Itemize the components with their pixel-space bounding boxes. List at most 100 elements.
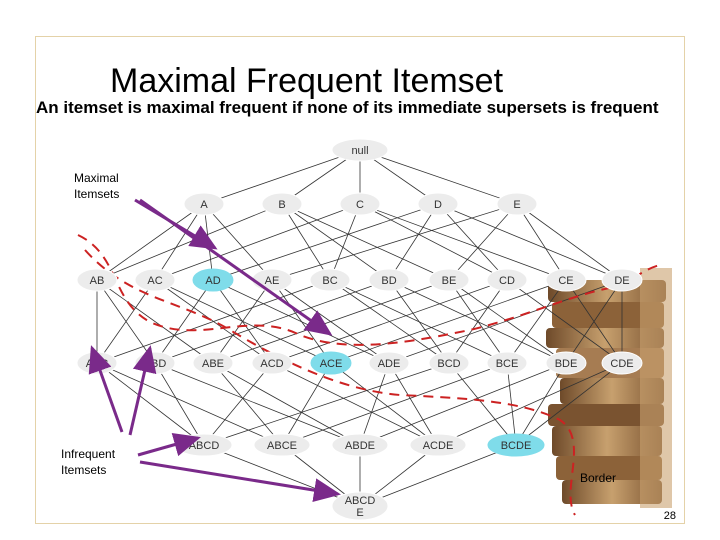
border-label: Border	[580, 470, 616, 486]
lattice-edge	[155, 280, 331, 363]
lattice-edge	[213, 280, 389, 363]
lattice-edge	[282, 204, 389, 280]
itemset-node-label: CDE	[610, 358, 633, 370]
lattice-edge	[213, 280, 449, 363]
lattice-edge	[155, 280, 213, 363]
lattice-edge	[97, 204, 282, 280]
itemset-node-bd: BD	[369, 269, 409, 291]
itemset-node-label: BCDE	[501, 440, 532, 452]
itemset-node-label: AB	[90, 275, 105, 287]
itemset-node-label: AC	[147, 275, 162, 287]
lattice-edge	[213, 363, 282, 445]
itemset-node-label: B	[278, 199, 285, 211]
itemset-node-label: CD	[499, 275, 515, 287]
itemset-node-label: ABDE	[345, 440, 375, 452]
itemset-node-label: ACD	[260, 358, 283, 370]
slide-subtitle: An itemset is maximal frequent if none o…	[36, 95, 676, 120]
itemset-node-ac: AC	[135, 269, 175, 291]
lattice-edge	[282, 204, 330, 280]
itemset-node-label: DE	[614, 275, 629, 287]
lattice-edge	[389, 280, 449, 363]
lattice-edge	[282, 363, 507, 445]
lattice-edge	[272, 280, 507, 363]
itemset-node-ace: ACE	[311, 352, 351, 374]
itemset-node-ab: AB	[77, 269, 117, 291]
itemset-node-bcde: BCDE	[488, 434, 544, 456]
lattice-edge	[204, 363, 272, 445]
itemset-node-label: AE	[265, 275, 280, 287]
lattice-edge	[213, 204, 438, 280]
itemset-node-label: C	[356, 199, 364, 211]
itemset-node-de: DE	[602, 269, 642, 291]
itemset-node-label: null	[351, 145, 368, 157]
lattice-edge	[331, 280, 566, 363]
slide-number: 28	[664, 510, 676, 522]
itemset-node-label: CE	[558, 275, 573, 287]
itemset-node-abde: ABDE	[332, 434, 388, 456]
itemset-node-ae: AE	[252, 269, 292, 291]
itemset-node-label: A	[200, 199, 208, 211]
lattice-edge	[360, 363, 566, 445]
itemset-node-bc: BC	[310, 269, 350, 291]
lattice-edge	[438, 204, 622, 280]
lattice-edge	[272, 204, 517, 280]
itemset-node-bde: BDE	[546, 352, 586, 374]
itemset-node-ad: AD	[193, 269, 233, 291]
itemset-node-ade: ADE	[369, 352, 409, 374]
itemset-node-e: E	[497, 193, 537, 215]
itemset-node-label: D	[434, 199, 442, 211]
lattice-edge	[282, 363, 331, 445]
lattice-edge	[97, 363, 282, 445]
itemset-node-label: ABCE	[267, 440, 297, 452]
itemset-node-label: BC	[322, 275, 337, 287]
itemset-node-bce: BCE	[487, 352, 527, 374]
itemset-node-cd: CD	[487, 269, 527, 291]
lattice-edge	[282, 204, 449, 280]
itemset-node-abd: ABD	[135, 352, 175, 374]
lattice-edge	[517, 204, 622, 280]
itemset-node-null: null	[332, 139, 388, 161]
lattice-edge	[449, 363, 516, 445]
itemset-node-a: A	[184, 193, 224, 215]
itemset-node-label: BCD	[437, 358, 460, 370]
itemset-node-label: E	[513, 199, 520, 211]
itemset-node-abce: ABCE	[254, 434, 310, 456]
itemset-node-label: BCE	[496, 358, 519, 370]
itemset-node-label: ABCD	[189, 440, 220, 452]
lattice-edge	[389, 204, 438, 280]
itemset-node-label: BDE	[555, 358, 578, 370]
lattice-edge	[97, 204, 204, 280]
itemset-node-label: BD	[381, 275, 396, 287]
lattice-edge	[330, 280, 507, 363]
itemset-node-be: BE	[429, 269, 469, 291]
itemset-node-label: AD	[205, 275, 220, 287]
itemset-node-label: ABE	[202, 358, 224, 370]
itemset-node-label: ADE	[378, 358, 401, 370]
itemset-node-label: BE	[442, 275, 457, 287]
arrow-to-ABCDE	[140, 462, 338, 494]
lattice-edge	[272, 280, 331, 363]
lattice-edge	[155, 363, 360, 445]
itemset-node-cde: CDE	[602, 352, 642, 374]
lattice-edge	[155, 363, 204, 445]
lattice-edge	[213, 363, 360, 445]
lattice-edge	[517, 204, 566, 280]
itemset-node-label: ACE	[320, 358, 343, 370]
itemset-node-c: C	[340, 193, 380, 215]
itemset-node-abcd: ABCD	[176, 434, 232, 456]
itemset-node-abe: ABE	[193, 352, 233, 374]
maximal-itemsets-text: MaximalItemsets	[74, 171, 119, 201]
infrequent-itemsets-label: InfrequentItemsets	[61, 446, 115, 478]
lattice-edge	[97, 280, 330, 363]
itemset-node-acd: ACD	[252, 352, 292, 374]
lattice-edge	[360, 204, 507, 280]
itemset-node-b: B	[262, 193, 302, 215]
lattice-edge	[389, 280, 566, 363]
itemset-node-bcd: BCD	[429, 352, 469, 374]
itemset-node-d: D	[418, 193, 458, 215]
itemset-node-acde: ACDE	[410, 434, 466, 456]
itemset-node-ce: CE	[546, 269, 586, 291]
lattice-edge	[330, 204, 360, 280]
